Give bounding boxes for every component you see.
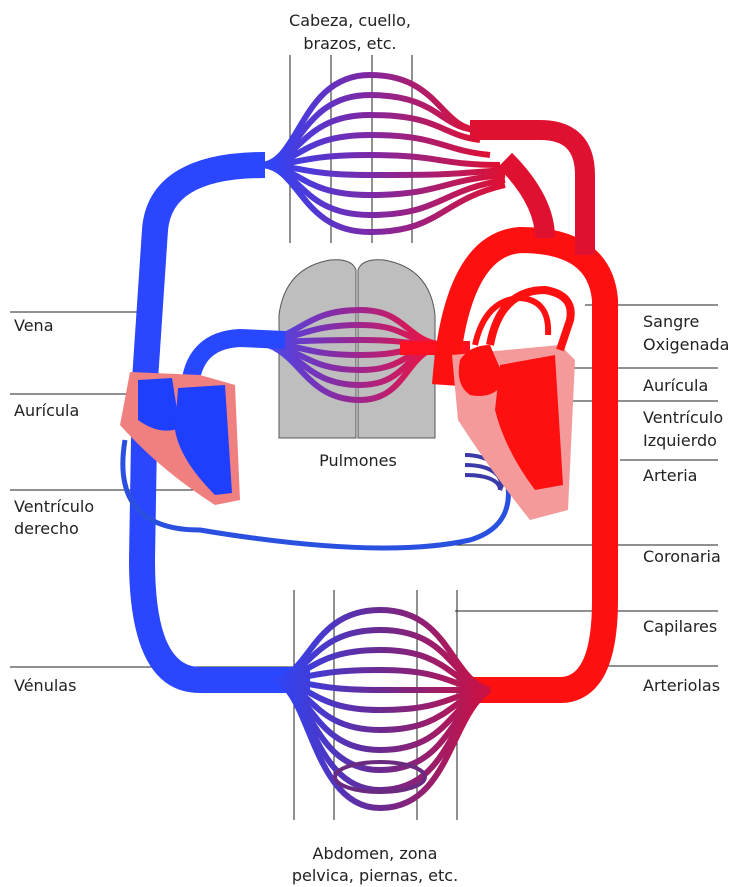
label-oxygenated-blood-line2: Oxigenada [643, 334, 729, 355]
label-head-line1: Cabeza, cuello, [250, 10, 450, 31]
label-artery: Arteria [643, 465, 697, 486]
left-heart [452, 290, 575, 520]
label-venules: Vénulas [14, 675, 76, 696]
label-vein: Vena [14, 315, 54, 336]
label-right-ventricle-line2: derecho [14, 518, 79, 539]
label-left-atrium: Aurícula [643, 375, 708, 396]
label-head-line2: brazos, etc. [250, 33, 450, 54]
label-left-ventricle-line2: Izquierdo [643, 430, 717, 451]
label-lower-body-line1: Abdomen, zona [250, 843, 500, 864]
label-lower-body-line2: pelvica, piernas, etc. [250, 865, 500, 886]
label-lungs: Pulmones [300, 450, 416, 471]
label-right-atrium: Aurícula [14, 400, 79, 421]
label-oxygenated-blood-line1: Sangre [643, 311, 699, 332]
head-capillaries [260, 75, 505, 232]
aortic-arch [505, 160, 545, 238]
label-capillaries: Capilares [643, 616, 717, 637]
label-coronary: Coronaria [643, 546, 721, 567]
label-right-ventricle-line1: Ventrículo [14, 496, 94, 517]
label-left-ventricle-line1: Ventrículo [643, 407, 723, 428]
label-arterioles: Arteriolas [643, 675, 720, 696]
